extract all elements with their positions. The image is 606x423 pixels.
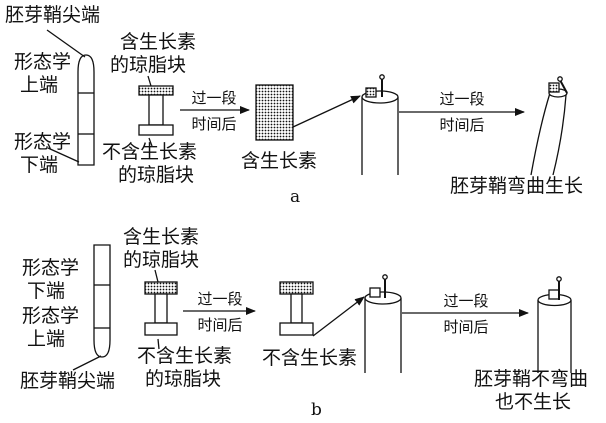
panel-a-block-to-cylinder-arrow bbox=[292, 95, 361, 128]
panel-a-arrow-1-label-2: 时间后 bbox=[191, 115, 237, 133]
panel-a-tip-label: 胚芽鞘尖端 bbox=[5, 4, 101, 26]
panel-a-tip-pointer bbox=[46, 29, 86, 58]
panel-b-label: b bbox=[311, 400, 322, 420]
panel-a-coleoptile bbox=[77, 54, 95, 166]
panel-b-decapitated-coleoptile bbox=[364, 274, 402, 373]
panel-b-arrow-1-label-1: 过一段 bbox=[197, 290, 243, 308]
panel-b-morph-bottom-label-2: 上端 bbox=[27, 328, 66, 350]
panel-b-receiver-label-1: 不含生长素 bbox=[137, 345, 233, 367]
panel-b-donor-pointer bbox=[154, 269, 159, 283]
panel-a-receiver-label-2: 的琼脂块 bbox=[118, 164, 195, 186]
panel-a-arrow-2-label-1: 过一段 bbox=[439, 90, 485, 108]
panel-a-donor-pointer bbox=[147, 75, 152, 87]
panel-a-morph-top-label-1: 形态学 bbox=[14, 51, 72, 73]
panel-a-arrow-2-label-2: 时间后 bbox=[439, 116, 485, 134]
panel-a-donor-label-2: 的琼脂块 bbox=[110, 54, 187, 76]
panel-b-morph-top-label-2: 下端 bbox=[27, 280, 66, 302]
panel-a-morph-top-label-2: 上端 bbox=[20, 74, 59, 96]
panel-a-donor-label-1: 含生长素 bbox=[120, 31, 197, 53]
panel-b-result-block bbox=[279, 281, 314, 336]
panel-b-receiver-pointer bbox=[157, 338, 160, 350]
panel-a-result-block-label: 含生长素 bbox=[241, 150, 318, 172]
panel-a-label: a bbox=[290, 187, 301, 207]
panel-a-result-block bbox=[255, 84, 294, 141]
panel-b-donor-label-2: 的琼脂块 bbox=[123, 249, 200, 271]
panel-b-result-block-label: 不含生长素 bbox=[262, 347, 358, 369]
panel-a-bent-coleoptile bbox=[530, 76, 568, 176]
panel-a-morph-bottom-pointer bbox=[47, 147, 80, 163]
panel-b-morph-top-label-1: 形态学 bbox=[22, 257, 80, 279]
panel-a-morph-bottom-label-2: 下端 bbox=[20, 154, 59, 176]
panel-b-coleoptile bbox=[93, 244, 111, 358]
panel-b-arrow-2-label-1: 过一段 bbox=[443, 292, 489, 310]
panel-b-tip-label: 胚芽鞘尖端 bbox=[20, 370, 116, 392]
panel-a-arrow-1-label-1: 过一段 bbox=[191, 89, 237, 107]
panel-b-tip-pointer bbox=[72, 355, 102, 371]
panel-b-result-label-1: 胚芽鞘不弯曲 bbox=[474, 368, 589, 390]
panel-b-morph-bottom-label-1: 形态学 bbox=[22, 305, 80, 327]
panel-b-donor-label-1: 含生长素 bbox=[123, 226, 200, 248]
panel-a-receiver-label-1: 不含生长素 bbox=[102, 141, 198, 163]
panel-b-result-label-2: 也不生长 bbox=[495, 391, 572, 413]
panel-b-unbent-coleoptile bbox=[537, 276, 572, 373]
panel-a-decapitated-coleoptile bbox=[361, 74, 399, 175]
panel-b-arrow-1-label-2: 时间后 bbox=[197, 316, 243, 334]
panel-a-morph-bottom-label-1: 形态学 bbox=[14, 131, 72, 153]
panel-b-receiver-label-2: 的琼脂块 bbox=[145, 368, 222, 390]
panel-b-agar-setup bbox=[144, 281, 178, 336]
panel-b-arrow-2-label-2: 时间后 bbox=[443, 318, 489, 336]
panel-a-receiver-pointer bbox=[148, 137, 153, 147]
panel-b-block-to-cylinder-arrow bbox=[312, 296, 365, 337]
panel-a-result-label: 胚芽鞘弯曲生长 bbox=[450, 175, 584, 197]
panel-a-agar-setup bbox=[138, 85, 174, 136]
